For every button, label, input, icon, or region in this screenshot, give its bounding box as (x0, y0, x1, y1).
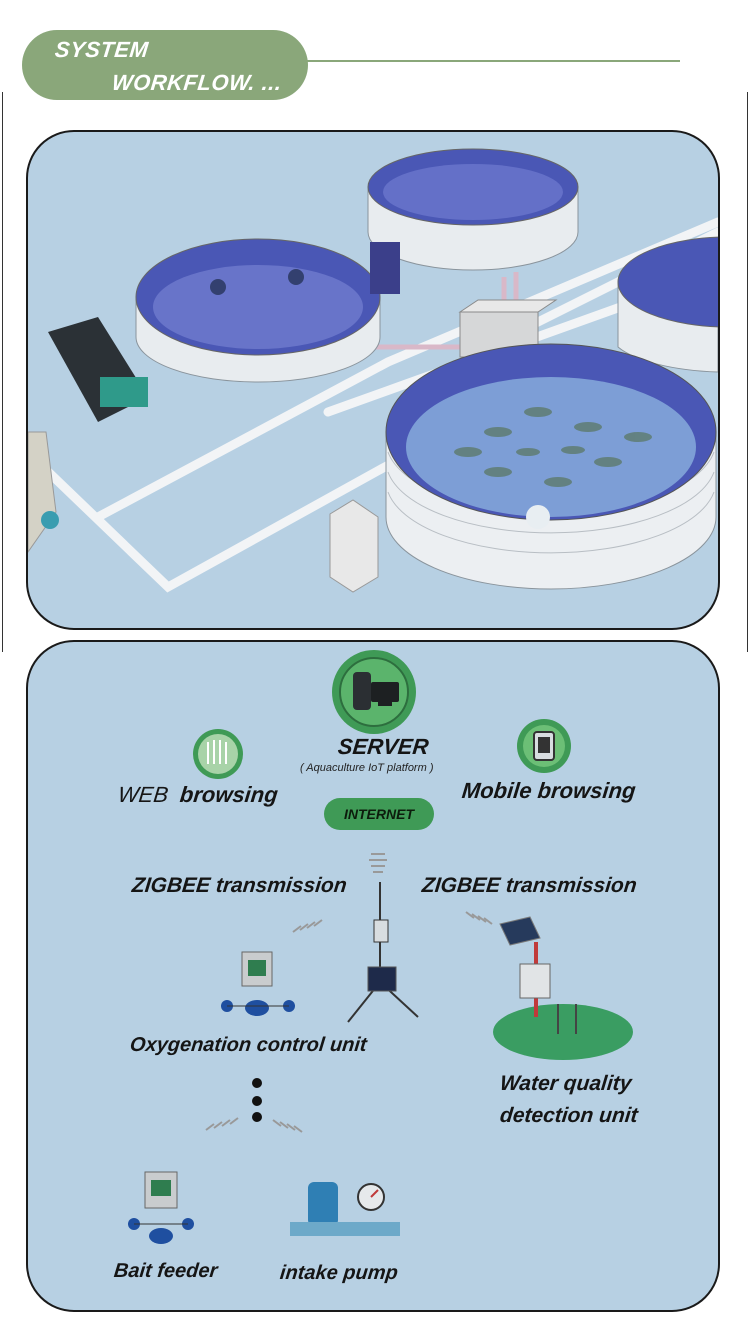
ellipsis-dot (252, 1078, 262, 1088)
left-edge-line (2, 92, 3, 652)
zigbee-right-label: ZIGBEE transmission (420, 874, 638, 897)
sump-tank (28, 431, 59, 553)
intake-pump-icon (290, 1182, 400, 1236)
mobile-browsing-label: Mobile browsing (460, 778, 637, 803)
ellipsis-dot (252, 1096, 262, 1106)
intake-pump-label: intake pump (278, 1262, 400, 1284)
fish-tank-front (385, 343, 717, 590)
workflow-diagram-panel: SERVER ( Aquaculture IoT platform ) WEB … (26, 640, 720, 1312)
tank-farm-illustration (28, 148, 718, 593)
web-browser-icon (193, 729, 243, 779)
oxygenation-unit-label: Oxygenation control unit (128, 1034, 368, 1056)
web-prefix: WEB (116, 782, 170, 807)
internet-badge: INTERNET (324, 798, 434, 830)
workflow-graphics (128, 650, 633, 1244)
water-quality-sensor-icon (493, 916, 633, 1060)
generator-unit (48, 317, 148, 422)
aquaculture-scene-panel (26, 130, 720, 630)
mobile-phone-icon (517, 719, 571, 773)
fish-tank-left (135, 238, 400, 383)
wireless-signal-marks (205, 853, 493, 1133)
right-edge-line (747, 92, 748, 652)
water-quality-line2: detection unit (498, 1104, 639, 1127)
bait-feeder-label: Bait feeder (112, 1260, 219, 1282)
water-quality-line1: Water quality (498, 1072, 633, 1095)
fish-tank-back (367, 148, 579, 271)
control-cabinet (329, 499, 379, 593)
zigbee-left-label: ZIGBEE transmission (130, 874, 348, 897)
bait-feeder-icon (128, 1171, 194, 1244)
server-computer-icon (332, 650, 416, 734)
fish-tank-right (617, 236, 718, 373)
web-browsing-label: browsing (178, 782, 280, 807)
header-divider (300, 60, 680, 62)
header-title-line1: SYSTEM (53, 37, 150, 62)
aerator-icon (221, 951, 295, 1016)
server-title: SERVER (336, 734, 430, 759)
header-title-line2: WORKFLOW. ... (110, 70, 284, 95)
header-pill (22, 30, 308, 100)
ellipsis-dot (252, 1112, 262, 1122)
solar-gateway-tower-icon (347, 882, 419, 1023)
server-subtitle: ( Aquaculture IoT platform ) (300, 762, 434, 774)
